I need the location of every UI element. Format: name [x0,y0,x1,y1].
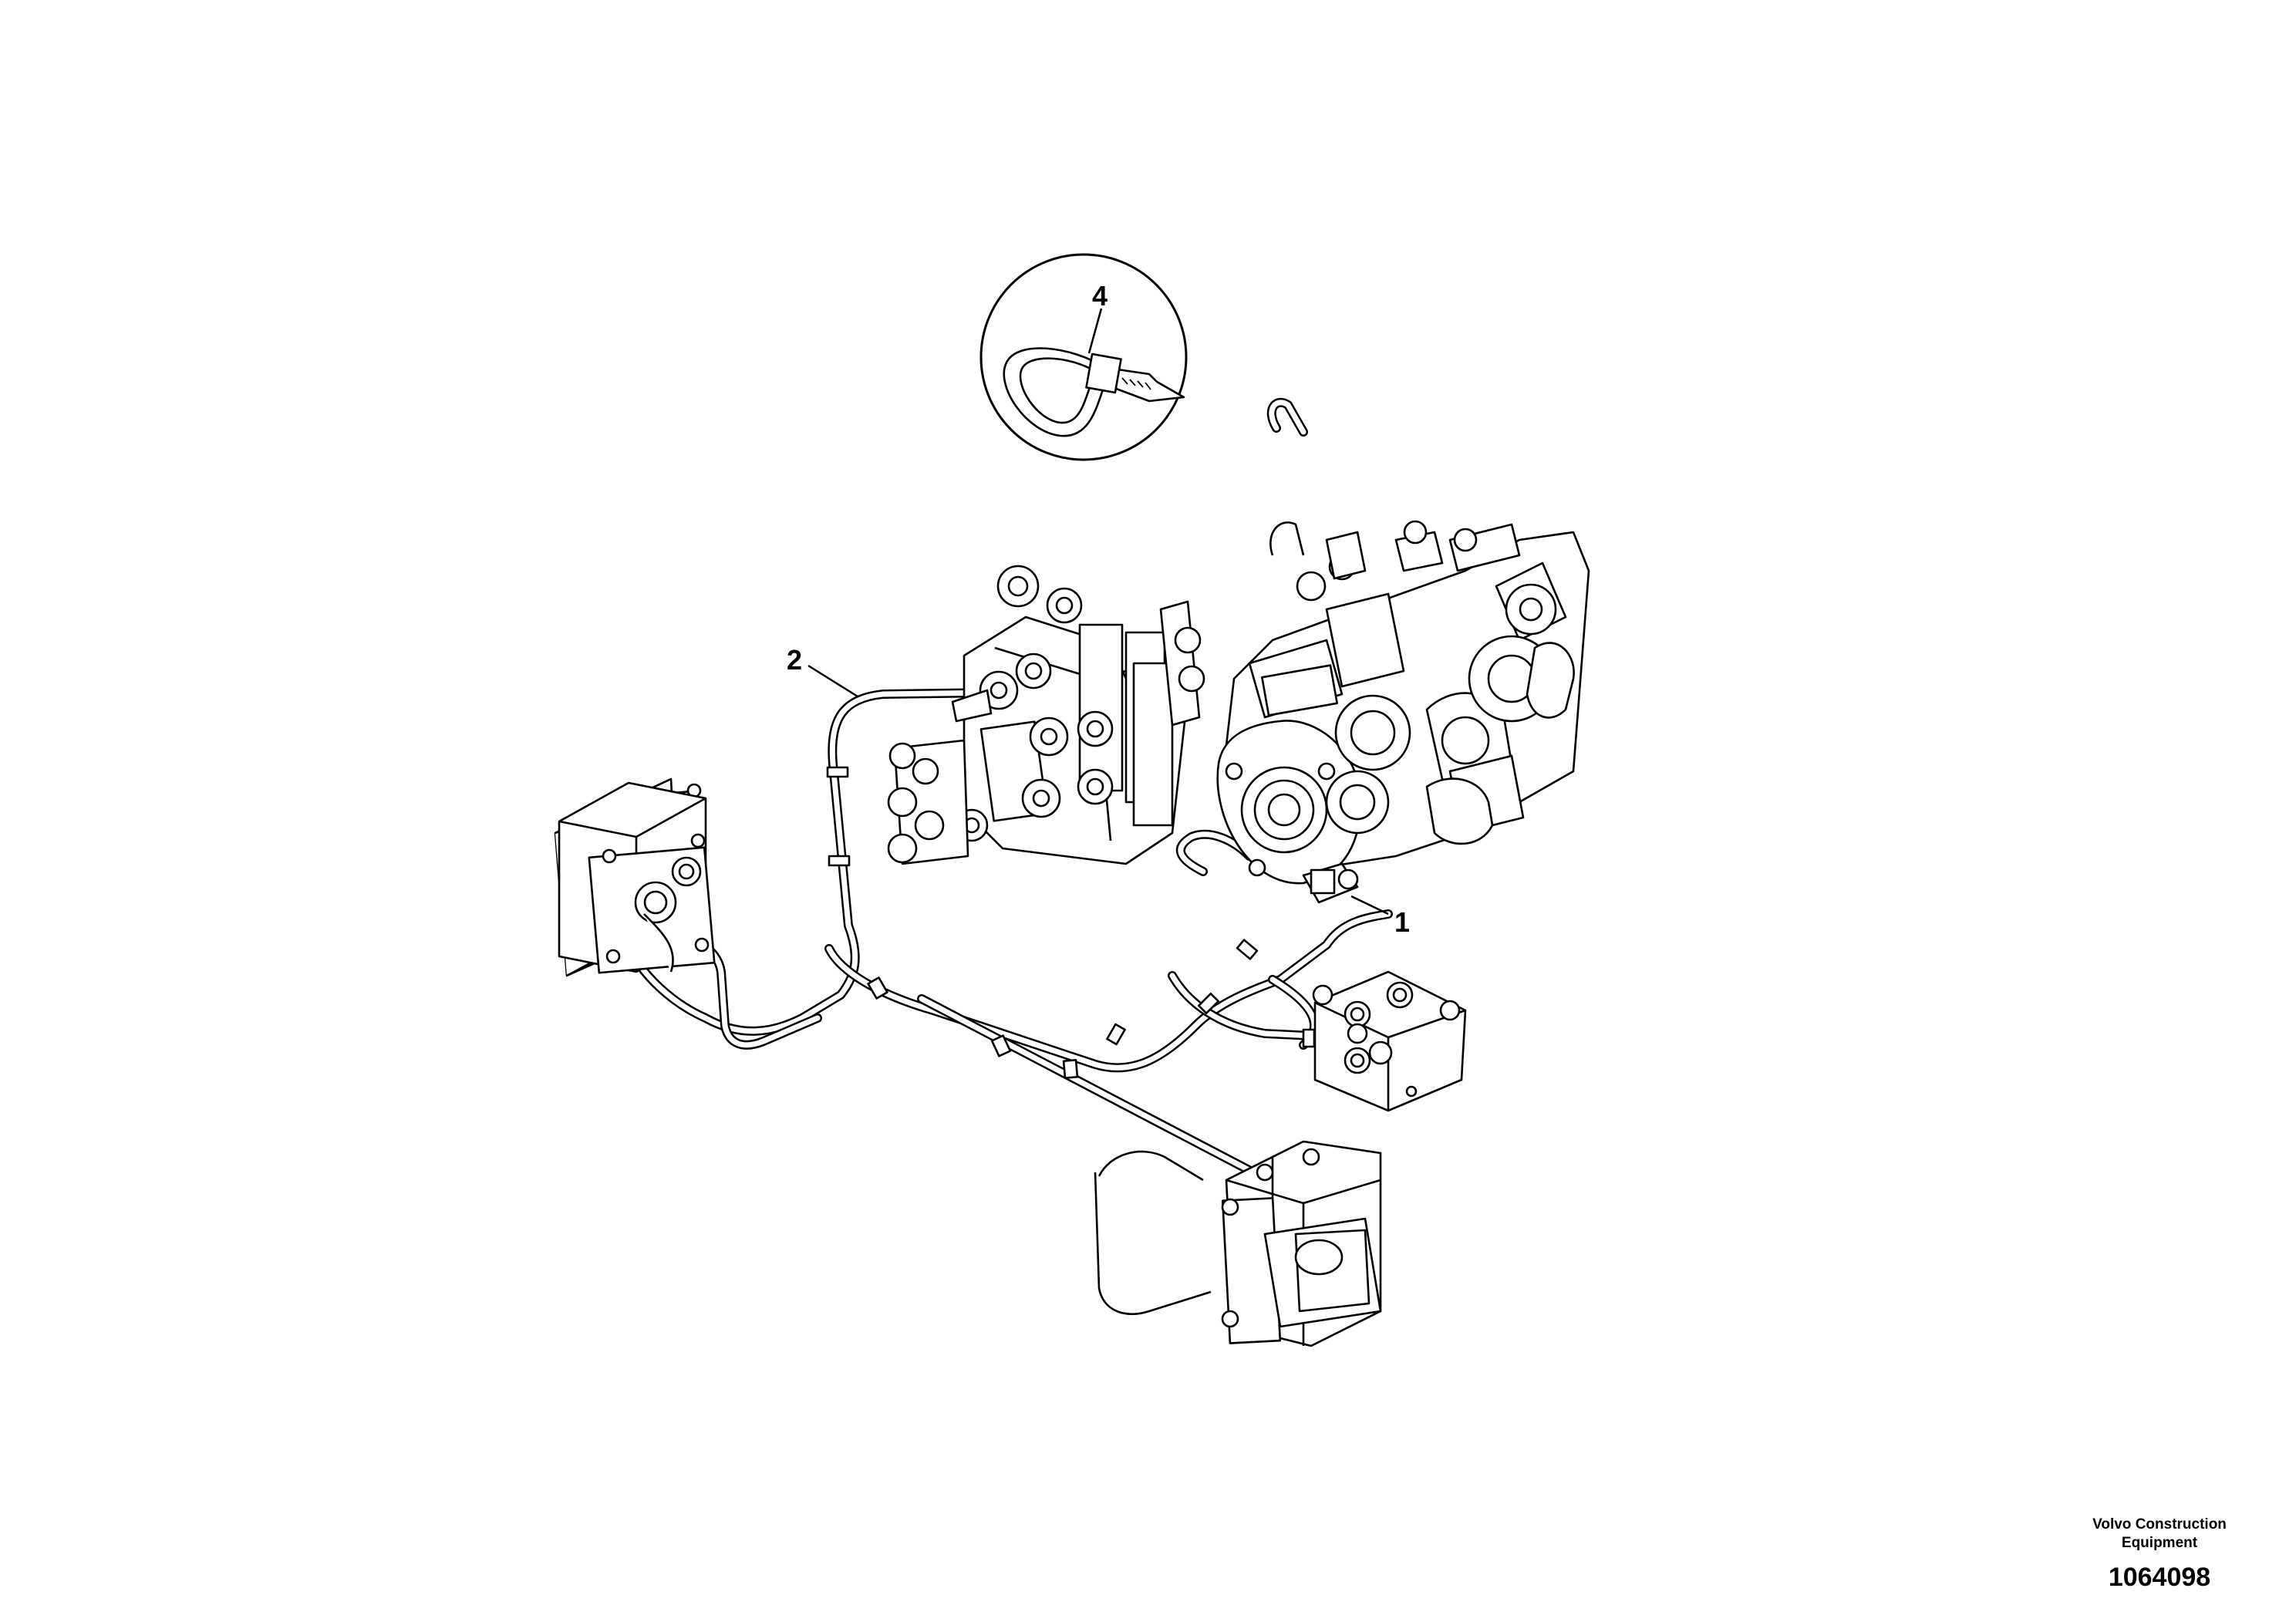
valve-block [1312,970,1467,1112]
callout-number-4: 4 [1092,280,1108,312]
credit-line-1: Volvo Construction [2092,1516,2227,1533]
publisher-credit: Volvo Construction Equipment 1064098 [2036,1516,2283,1594]
credit-line-2: Equipment [2121,1535,2198,1551]
cable-tie-icon [1003,347,1185,437]
pressure-sensor [1302,862,1359,904]
hydraulic-pump [1216,520,1590,904]
callout-4: 4 [1087,280,1108,354]
pilot-valve-right [1094,1140,1382,1347]
callout-number-1: 1 [1394,906,1410,938]
document-number: 1064098 [2108,1563,2211,1592]
control-valve [887,565,1205,865]
callout-number-2: 2 [787,644,802,676]
callout-1: 1 [1350,895,1410,938]
left-module [558,781,716,974]
cable-tie-detail [979,253,1188,461]
callout-2: 2 [787,644,858,698]
